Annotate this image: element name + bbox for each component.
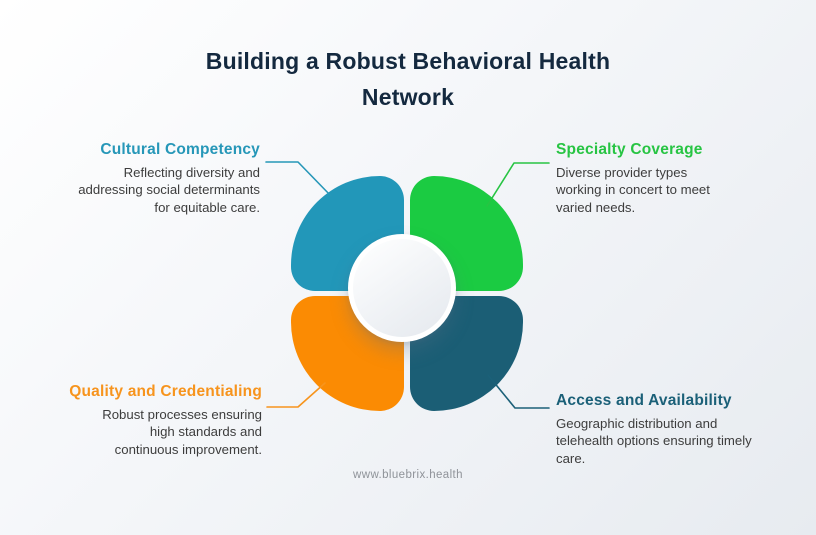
section-title-access-and-availability: Access and Availability: [556, 392, 732, 409]
page-title: Building a Robust Behavioral Health Netw…: [205, 48, 611, 110]
website-url: www.bluebrix.health: [353, 469, 463, 481]
section-description-cultural-competency: Reflecting diversity and addressing soci…: [78, 165, 260, 215]
section-description-access-and-availability: Geographic distribution and telehealth o…: [556, 416, 752, 466]
section-title-cultural-competency: Cultural Competency: [100, 141, 260, 158]
center-hub-circle: [348, 234, 456, 342]
section-description-quality-and-credentialing: Robust processes ensuring high standards…: [102, 407, 262, 457]
section-access-and-availability: Access and Availability Geographic distr…: [556, 392, 771, 467]
section-cultural-competency: Cultural Competency Reflecting diversity…: [30, 141, 260, 216]
section-specialty-coverage: Specialty Coverage Diverse provider type…: [556, 141, 766, 216]
section-description-specialty-coverage: Diverse provider types working in concer…: [556, 165, 710, 215]
section-quality-and-credentialing: Quality and Credentialing Robust process…: [32, 383, 262, 458]
section-title-quality-and-credentialing: Quality and Credentialing: [69, 383, 262, 400]
section-title-specialty-coverage: Specialty Coverage: [556, 141, 703, 158]
quadrant-flower-diagram: [291, 176, 523, 411]
